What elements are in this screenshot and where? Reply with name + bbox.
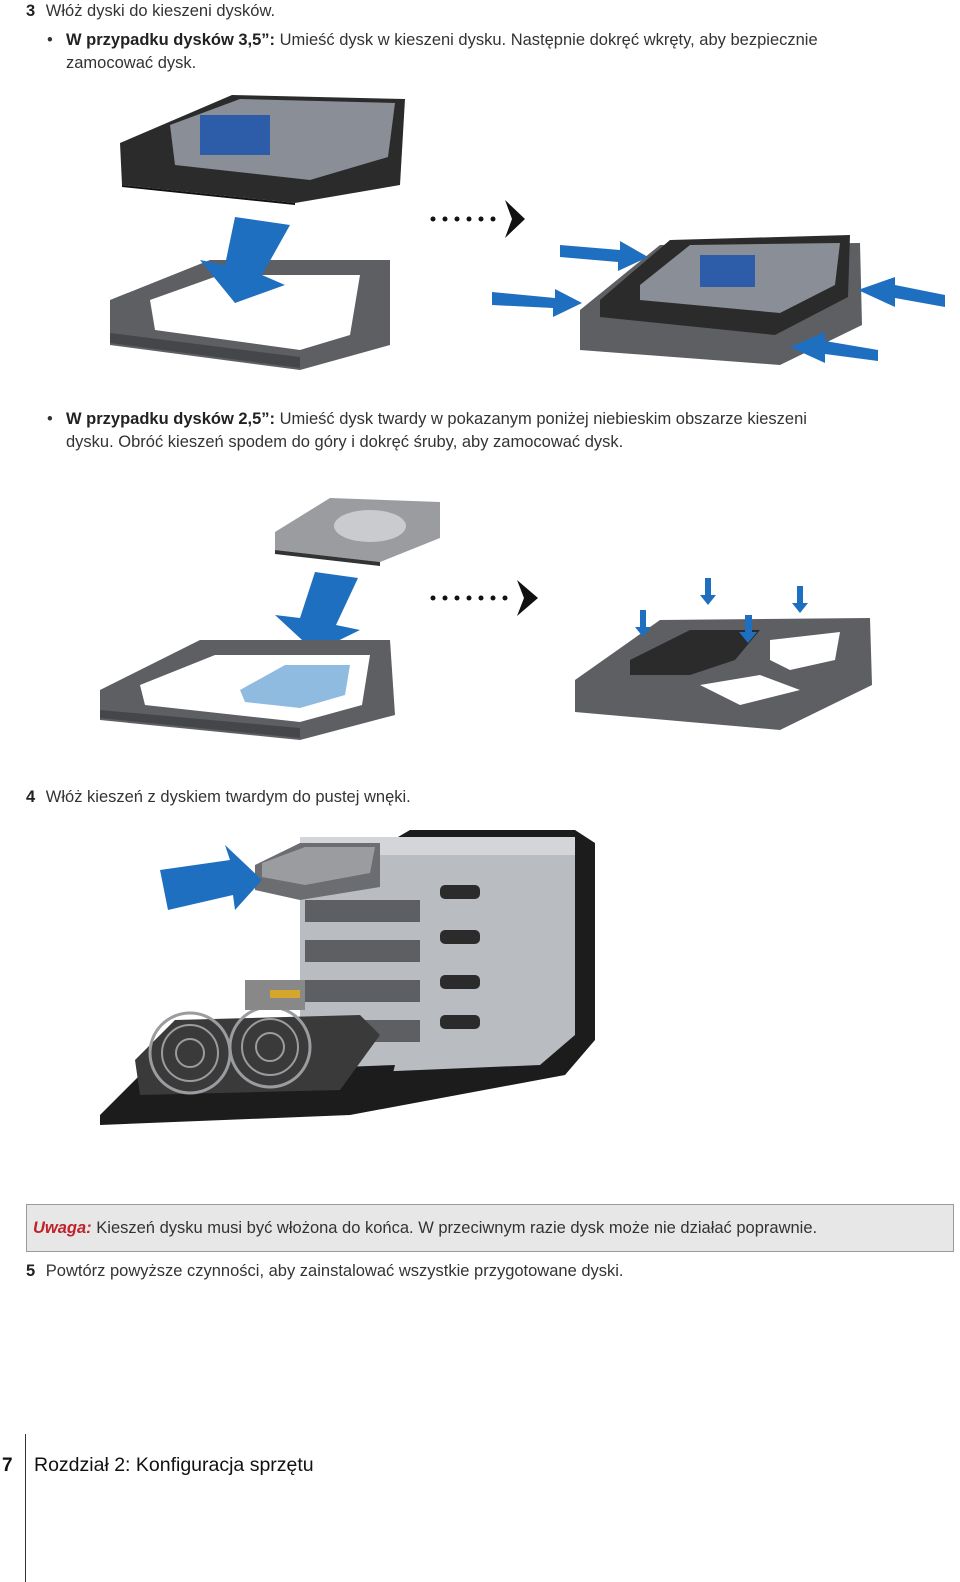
screw-arrow-icon — [700, 578, 716, 605]
step-5-text: Powtórz powyższe czynności, aby zainstal… — [45, 1262, 624, 1280]
drive-tray-icon — [100, 640, 395, 740]
bullet-marker: • — [47, 410, 53, 428]
note-label: Uwaga: — [33, 1219, 92, 1237]
screw-arrow-icon — [635, 610, 651, 637]
drive-cage-icon — [300, 837, 575, 1075]
dotted-arrow-right-icon — [430, 580, 538, 616]
bullet-3-5-line2: zamocować dysk. — [66, 54, 197, 72]
screw-arrow-icon — [792, 586, 808, 613]
blue-arrow-icon — [858, 277, 945, 307]
blue-arrow-icon — [790, 332, 878, 363]
step-4-text: Włóż kieszeń z dyskiem twardym do pustej… — [45, 788, 411, 806]
step-3-number: 3 — [26, 2, 36, 20]
hdd-3-5-icon — [120, 95, 405, 205]
drive-tray-icon — [110, 260, 390, 370]
step-4-number: 4 — [26, 788, 36, 806]
page-number: 7 — [2, 1455, 13, 1476]
screw-arrow-icon — [739, 615, 757, 643]
chapter-title: Rozdział 2: Konfiguracja sprzętu — [34, 1454, 314, 1476]
hdd-2-5-icon — [275, 498, 440, 566]
bullet-2-5-bold: W przypadku dysków 2,5”: — [66, 410, 276, 428]
bullet-2-5-line2: dysku. Obróć kieszeń spodem do góry i do… — [66, 433, 624, 451]
blue-arrow-icon — [560, 241, 648, 271]
note-text: Kieszeń dysku musi być włożona do końca.… — [96, 1219, 818, 1237]
illustration-3-5-drive-install — [110, 95, 945, 370]
blue-arrow-icon — [492, 289, 582, 317]
bullet-3-5-line1: Umieść dysk w kieszeni dysku. Następnie … — [279, 31, 818, 49]
bullet-2-5-line1: Umieść dysk twardy w pokazanym poniżej n… — [279, 410, 807, 428]
footer-divider — [25, 1434, 26, 1582]
bullet-3-5-bold: W przypadku dysków 3,5”: — [66, 31, 276, 49]
note-box: Uwaga: Kieszeń dysku musi być włożona do… — [26, 1204, 954, 1252]
illustration-nas-insert-tray — [100, 830, 595, 1125]
blue-arrow-icon — [275, 572, 360, 652]
tray-with-drive-icon — [255, 843, 380, 900]
blue-arrow-icon — [200, 217, 290, 303]
step-5-heading: 5 Powtórz powyższe czynności, aby zainst… — [26, 1260, 624, 1283]
fan-panel-icon — [100, 980, 395, 1125]
illustration-2-5-drive-install — [100, 498, 872, 740]
step-5-number: 5 — [26, 1262, 36, 1280]
dotted-arrow-right-icon — [430, 200, 525, 238]
tray-upside-down-icon — [575, 618, 872, 730]
bullet-2-5-inch: W przypadku dysków 2,5”: Umieść dysk twa… — [66, 408, 936, 454]
step-3-text: Włóż dyski do kieszeni dysków. — [45, 2, 276, 20]
tray-with-drive-icon — [580, 235, 862, 365]
blue-arrow-icon — [160, 845, 262, 910]
bullet-3-5-inch: W przypadku dysków 3,5”: Umieść dysk w k… — [66, 29, 936, 75]
step-3-heading: 3 Włóż dyski do kieszeni dysków. — [26, 0, 275, 23]
bullet-marker: • — [47, 31, 53, 49]
step-4-heading: 4 Włóż kieszeń z dyskiem twardym do pust… — [26, 786, 411, 809]
